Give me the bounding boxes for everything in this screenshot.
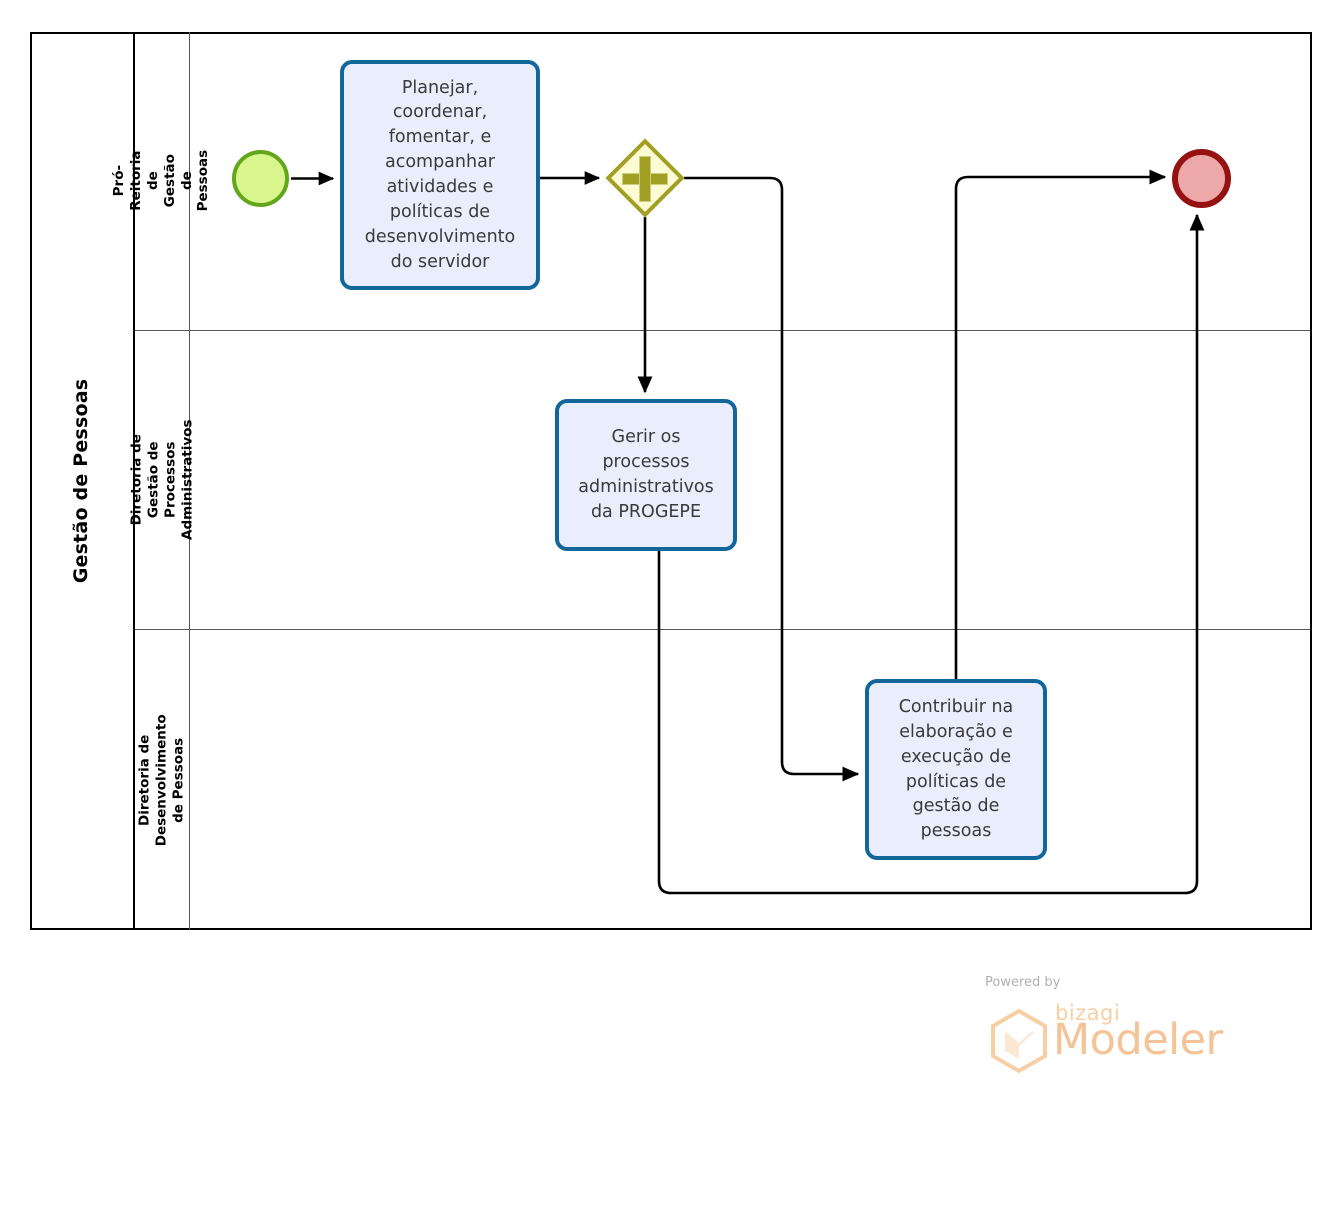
bizagi-hexagon-logo-icon bbox=[991, 1008, 1047, 1074]
lane-pro-reitoria-label-column: Pró-Reitoria de Gestão de Pessoas bbox=[111, 32, 212, 330]
task-gerir-processos-administrativos[interactable]: Gerir os processos administrativos da PR… bbox=[555, 399, 737, 551]
lane-desenvolvimento-pessoas-label-column: Diretoria de Desenvolvimento de Pessoas bbox=[135, 630, 190, 930]
lane-processos-administrativos: Diretoria de Gestão de Processos Adminis… bbox=[128, 331, 1310, 630]
flow-contribuir-to-end bbox=[954, 169, 1167, 679]
flow-gerir-to-end bbox=[657, 213, 1205, 895]
pool-title-column: Gestão de Pessoas bbox=[30, 32, 135, 930]
task-contribuir-elaboracao-execucao[interactable]: Contribuir na elaboração e execução de p… bbox=[865, 679, 1047, 860]
powered-by-label: Powered by bbox=[985, 975, 1061, 990]
lane-pro-reitoria: Pró-Reitoria de Gestão de Pessoas bbox=[111, 32, 1310, 331]
lane-desenvolvimento-pessoas: Diretoria de Desenvolvimento de Pessoas bbox=[135, 630, 1310, 930]
task-planejar-coordenar-fomentar[interactable]: Planejar, coordenar, fomentar, e acompan… bbox=[340, 60, 540, 290]
modeler-product-label: Modeler bbox=[1053, 1015, 1223, 1065]
parallel-gateway[interactable] bbox=[605, 138, 685, 218]
end-event[interactable] bbox=[1172, 149, 1231, 208]
parallel-gateway-plus-icon-vertical bbox=[639, 156, 651, 202]
bizagi-watermark: Powered by bizagi Modeler bbox=[985, 975, 1245, 1075]
start-event[interactable] bbox=[232, 150, 289, 207]
lane-processos-administrativos-label-column: Diretoria de Gestão de Processos Adminis… bbox=[128, 331, 195, 629]
flow-gateway-to-contribuir bbox=[684, 176, 860, 782]
bizagi-brand-label: bizagi bbox=[1055, 1001, 1121, 1025]
